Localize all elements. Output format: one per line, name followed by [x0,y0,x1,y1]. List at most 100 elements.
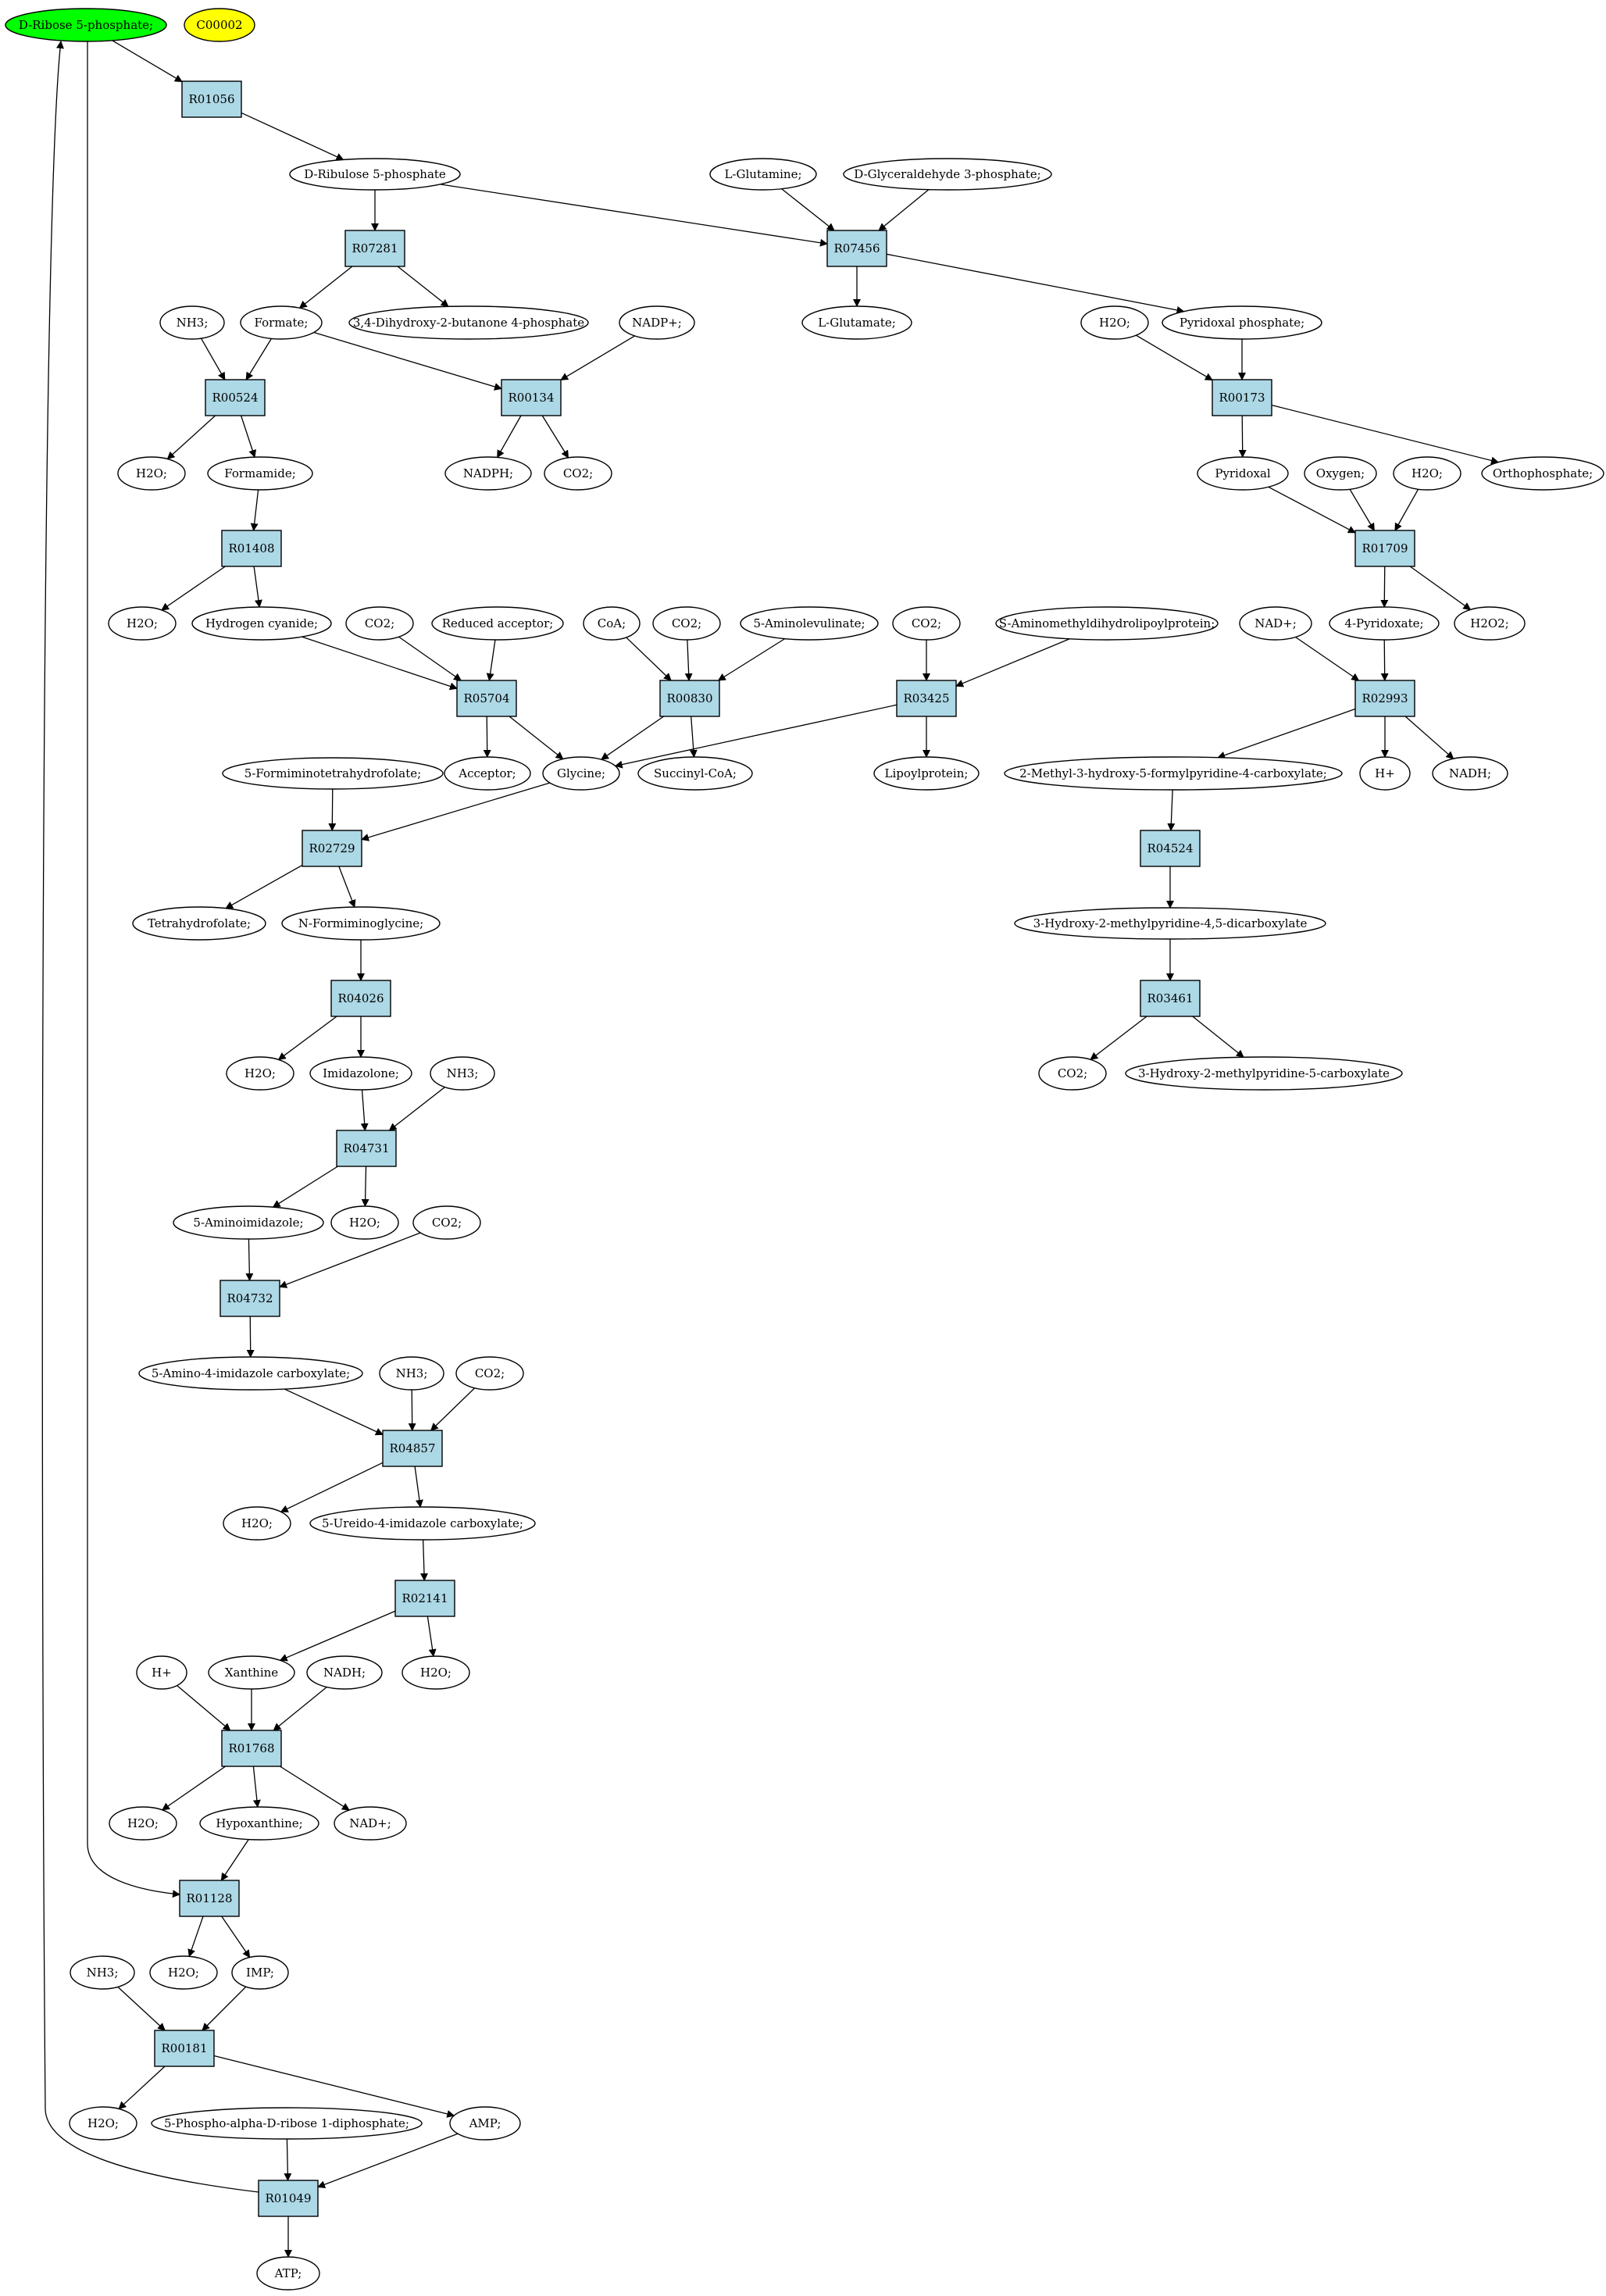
compound-pyridoxal[interactable]: Pyridoxal [1197,456,1289,491]
reaction-r00173[interactable]: R00173 [1212,379,1272,416]
edges-layer [41,40,1500,2258]
compound-h2o-r4731out[interactable]: H2O; [330,1205,399,1240]
compound-oxygen[interactable]: Oxygen; [1304,456,1377,491]
reaction-r04857[interactable]: R04857 [382,1430,443,1467]
reaction-label: R07281 [352,241,398,255]
compound-lipoylprotein[interactable]: Lipoylprotein; [873,756,980,791]
compound-dglyceraldehyde3p[interactable]: D-Glyceraldehyde 3-phosphate; [843,158,1052,191]
reaction-r00134[interactable]: R00134 [501,379,562,416]
compound-co2-r3461[interactable]: CO2; [1038,1056,1107,1091]
compound-nad-r1768out[interactable]: NAD+; [334,1806,407,1841]
reaction-r07456[interactable]: R07456 [826,230,887,267]
reaction-r01128[interactable]: R01128 [179,1880,240,1917]
compound-h2o-r1709in[interactable]: H2O; [1393,456,1461,491]
compound-orthophosphate[interactable]: Orthophosphate; [1481,456,1604,491]
compound-h2o2[interactable]: H2O2; [1454,606,1526,641]
reaction-r04731[interactable]: R04731 [336,1130,397,1167]
compound-nadp[interactable]: NADP+; [619,305,695,340]
compound-hydroxymethyldicarboxylate[interactable]: 3-Hydroxy-2-methylpyridine-4,5-dicarboxy… [1014,907,1326,940]
compound-co2-r4857[interactable]: CO2; [455,1356,524,1391]
reaction-r00524[interactable]: R00524 [205,379,266,416]
compound-c00002[interactable]: C00002 [184,8,255,42]
compound-h2o-r524out[interactable]: H2O; [117,456,186,491]
compound-hydroxymethylcarboxylate[interactable]: 3-Hydroxy-2-methylpyridine-5-carboxylate [1125,1056,1403,1091]
compound-hypoxanthine[interactable]: Hypoxanthine; [199,1806,319,1841]
reaction-r04026[interactable]: R04026 [330,980,391,1017]
compound-co2-r5704[interactable]: CO2; [345,606,414,641]
compound-nh3-r4731[interactable]: NH3; [430,1056,495,1091]
compound-pyridoxate[interactable]: 4-Pyridoxate; [1329,606,1440,641]
reaction-r07281[interactable]: R07281 [344,230,405,267]
compound-nh3-r4857[interactable]: NH3; [379,1356,444,1391]
reaction-r00830[interactable]: R00830 [659,680,720,717]
compound-imidazolone[interactable]: Imidazolone; [309,1056,412,1091]
reaction-r01709[interactable]: R01709 [1354,530,1415,567]
compound-tetrahydrofolate[interactable]: Tetrahydrofolate; [132,906,266,941]
compound-h2o-r2141out[interactable]: H2O; [402,1655,470,1690]
compound-h2o-r181out[interactable]: H2O; [69,2106,137,2141]
compound-lglutamate[interactable]: L-Glutamate; [801,305,912,340]
compound-amp[interactable]: AMP; [449,2106,521,2141]
compound-formate[interactable]: Formate; [240,305,323,340]
compound-co2-r830[interactable]: CO2; [652,606,721,641]
reaction-r01408[interactable]: R01408 [221,530,282,567]
compound-imp[interactable]: IMP; [231,1955,289,1990]
compound-h2o-r173in[interactable]: H2O; [1080,305,1149,340]
reaction-r05704[interactable]: R05704 [456,680,517,717]
compound-xanthine[interactable]: Xanthine [208,1655,295,1690]
compound-h2o-r1408out[interactable]: H2O; [108,606,177,641]
compound-glycine[interactable]: Glycine; [542,756,620,791]
compound-prpp[interactable]: 5-Phospho-alpha-D-ribose 1-diphosphate; [151,2107,423,2140]
reaction-r02141[interactable]: R02141 [394,1580,455,1617]
compound-aminomethyldihydrolipoylprotein[interactable]: S-Aminomethyldihydrolipoylprotein; [995,606,1219,641]
compound-aminoimidazolecarboxylate[interactable]: 5-Amino-4-imidazole carboxylate; [138,1356,363,1391]
reaction-r01049[interactable]: R01049 [258,2180,319,2217]
compound-nforminoglycine[interactable]: N-Formiminoglycine; [281,906,441,941]
reaction-r03461[interactable]: R03461 [1140,980,1201,1017]
reaction-r04732[interactable]: R04732 [219,1280,280,1317]
compound-lglutamine[interactable]: L-Glutamine; [709,158,817,191]
compound-co2-r4732[interactable]: CO2; [412,1205,481,1240]
compound-co2-r3425[interactable]: CO2; [892,606,961,641]
compound-nh3-r524[interactable]: NH3; [159,305,225,340]
compound-nadph[interactable]: NADPH; [444,456,532,491]
reaction-r03425[interactable]: R03425 [896,680,957,717]
compound-aminolevulinate[interactable]: 5-Aminolevulinate; [740,606,879,641]
compound-hplus-r2993[interactable]: H+ [1359,756,1411,791]
compound-reduced-acceptor[interactable]: Reduced acceptor; [431,606,564,641]
compound-h2o-r4857out[interactable]: H2O; [223,1506,291,1541]
compound-atp[interactable]: ATP; [256,2256,320,2291]
compound-formamide[interactable]: Formamide; [207,456,313,491]
compound-coa[interactable]: CoA; [583,606,641,641]
compound-co2-r134[interactable]: CO2; [544,456,612,491]
compound-nad-r2993[interactable]: NAD+; [1239,606,1312,641]
compound-h2o-r1768out[interactable]: H2O; [109,1806,177,1841]
compound-h2o-r4026out[interactable]: H2O; [226,1056,294,1091]
compound-acceptor[interactable]: Acceptor; [444,756,531,791]
reaction-r01768[interactable]: R01768 [221,1730,282,1767]
compound-shape [1038,1056,1107,1091]
compound-nh3-r181[interactable]: NH3; [70,1955,135,1990]
compound-shape [151,2107,423,2140]
reaction-r04524[interactable]: R04524 [1140,830,1201,867]
compound-h2o-r1128out[interactable]: H2O; [149,1955,218,1990]
compound-hplus-r1768[interactable]: H+ [136,1655,187,1690]
compound-ureidoimidazole[interactable]: 5-Ureido-4-imidazole carboxylate; [309,1506,536,1541]
reaction-r02729[interactable]: R02729 [302,830,362,867]
compound-ribulose5p[interactable]: D-Ribulose 5-phosphate [289,158,461,191]
compound-pyridoxal-phosphate[interactable]: Pyridoxal phosphate; [1162,305,1322,340]
compound-methylhydroxyformyl[interactable]: 2-Methyl-3-hydroxy-5-formylpyridine-4-ca… [1004,756,1343,791]
compound-forminotetrahydrofolate[interactable]: 5-Formiminotetrahydrofolate; [222,757,444,790]
reaction-r01056[interactable]: R01056 [181,80,242,118]
compound-succinylcoa[interactable]: Succinyl-CoA; [637,756,753,791]
compound-shape [1197,456,1289,491]
reaction-box [1354,530,1415,567]
reaction-r02993[interactable]: R02993 [1354,680,1415,717]
compound-aminoimidazole[interactable]: 5-Aminoimidazole; [173,1205,324,1240]
compound-nadh-r2993[interactable]: NADH; [1432,756,1508,791]
compound-nadh-r1768[interactable]: NADH; [306,1655,383,1690]
compound-hydrogen-cyanide[interactable]: Hydrogen cyanide; [191,606,332,641]
reaction-r00181[interactable]: R00181 [154,2030,215,2067]
compound-dihydroxybutanone[interactable]: 3,4-Dihydroxy-2-butanone 4-phosphate [348,305,589,340]
compound-ribose5p[interactable]: D-Ribose 5-phosphate; [5,8,167,42]
